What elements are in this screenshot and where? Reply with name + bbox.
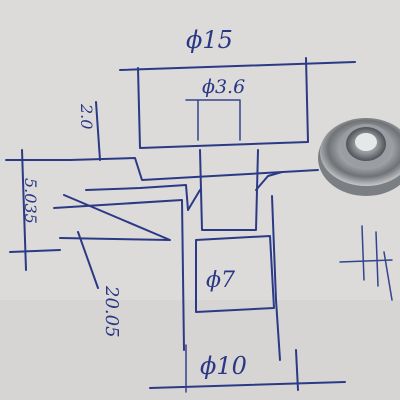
dim-label-10: ϕ10 [200,352,247,380]
dim-label-5035: 5.035 [21,178,40,224]
top-line [119,61,356,71]
inner-shaft [199,149,259,231]
step-left [85,184,201,211]
dim-label-15: ϕ15 [186,26,233,54]
inner-bore-top [185,99,241,141]
dim-label-2: 2.0 [77,104,96,130]
metal-washer [318,118,400,196]
flange-outline [137,57,309,149]
dim-label-3-6: ϕ3.6 [202,76,246,98]
dim-20 [95,101,101,161]
dim-5035 [5,149,71,271]
dim-label-7: ϕ7 [206,268,235,293]
shoulder-line [69,157,319,181]
dim-leader [59,194,171,241]
side-sketch [339,225,393,301]
right-wall [271,195,281,361]
dim-label-2005: 20.05 [101,286,122,338]
lower-left-body [53,199,185,351]
step-right [255,171,283,191]
bottom-line [149,381,346,389]
dim-2005 [77,231,99,289]
lower-bore [195,235,275,313]
